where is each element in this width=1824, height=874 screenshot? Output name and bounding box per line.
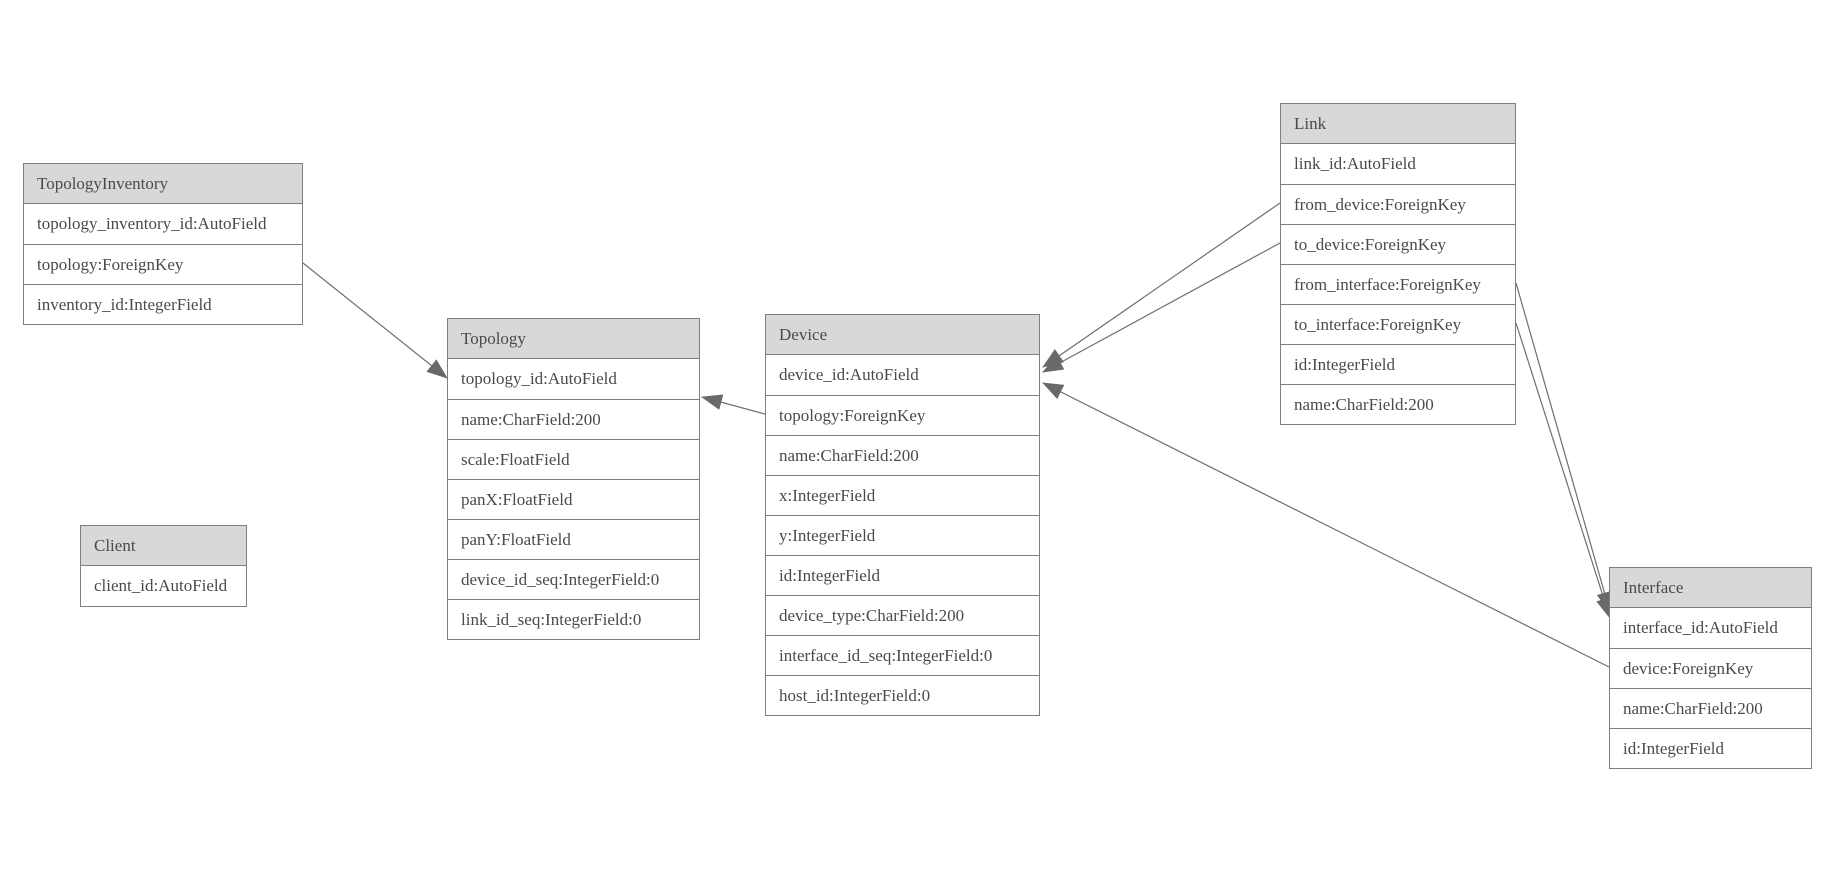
entity-topology-title: Topology xyxy=(448,319,699,359)
field-row: device_type:CharField:200 xyxy=(766,595,1039,635)
field-row: topology:ForeignKey xyxy=(766,395,1039,435)
edge-link-fromdevice-device xyxy=(1042,202,1281,368)
field-row: id:IntegerField xyxy=(766,555,1039,595)
field-row: link_id_seq:IntegerField:0 xyxy=(448,599,699,639)
field-row: scale:FloatField xyxy=(448,439,699,479)
edge-link-frominterface-interface xyxy=(1515,282,1613,613)
entity-topology: Topology topology_id:AutoField name:Char… xyxy=(447,318,700,640)
field-row: panX:FloatField xyxy=(448,479,699,519)
field-row: topology_inventory_id:AutoField xyxy=(37,214,267,233)
field-row: name:CharField:200 xyxy=(766,435,1039,475)
entity-link: Link link_id:AutoField from_device:Forei… xyxy=(1280,103,1516,425)
field-row: name:CharField:200 xyxy=(1610,688,1811,728)
field-row: device_id:AutoField xyxy=(779,365,919,384)
edge-device-topology xyxy=(701,394,766,415)
field-row: id:IntegerField xyxy=(1610,728,1811,768)
field-row: name:CharField:200 xyxy=(448,399,699,439)
field-row: from_interface:ForeignKey xyxy=(1281,264,1515,304)
field-row: interface_id_seq:IntegerField:0 xyxy=(766,635,1039,675)
field-row: device:ForeignKey xyxy=(1610,648,1811,688)
field-row: from_device:ForeignKey xyxy=(1281,184,1515,224)
edge-topologyinventory-topology xyxy=(302,262,448,379)
entity-device: Device device_id:AutoField topology:Fore… xyxy=(765,314,1040,716)
field-row: topology:ForeignKey xyxy=(24,244,302,284)
field-row: topology_id:AutoField xyxy=(461,369,617,388)
entity-interface-title: Interface xyxy=(1610,568,1811,608)
field-row: interface_id:AutoField xyxy=(1623,618,1778,637)
field-row: inventory_id:IntegerField xyxy=(24,284,302,324)
field-row: y:IntegerField xyxy=(766,515,1039,555)
entity-link-title: Link xyxy=(1281,104,1515,144)
entity-device-title: Device xyxy=(766,315,1039,355)
field-row: host_id:IntegerField:0 xyxy=(766,675,1039,715)
field-row: name:CharField:200 xyxy=(1281,384,1515,424)
edge-interface-device xyxy=(1042,382,1610,668)
field-row: panY:FloatField xyxy=(448,519,699,559)
entity-interface: Interface interface_id:AutoField device:… xyxy=(1609,567,1812,769)
edge-link-todevice-device xyxy=(1042,242,1281,373)
entity-topologyinventory-title: TopologyInventory xyxy=(24,164,302,204)
edge-link-tointerface-interface xyxy=(1515,322,1612,619)
entity-client: Client client_id:AutoField xyxy=(80,525,247,607)
field-row: id:IntegerField xyxy=(1281,344,1515,384)
field-row: to_device:ForeignKey xyxy=(1281,224,1515,264)
field-row: device_id_seq:IntegerField:0 xyxy=(448,559,699,599)
entity-topologyinventory: TopologyInventory topology_inventory_id:… xyxy=(23,163,303,325)
field-row: x:IntegerField xyxy=(766,475,1039,515)
field-row: to_interface:ForeignKey xyxy=(1281,304,1515,344)
entity-client-title: Client xyxy=(81,526,246,566)
field-row: client_id:AutoField xyxy=(94,576,228,595)
field-row: link_id:AutoField xyxy=(1294,154,1416,173)
